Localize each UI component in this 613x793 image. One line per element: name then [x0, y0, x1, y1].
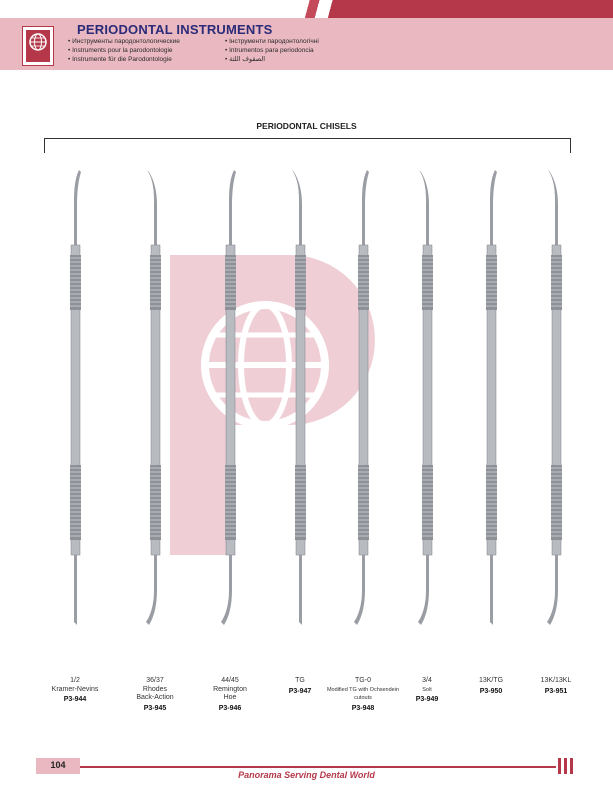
instrument-name: 36/37: [146, 677, 164, 684]
footer-rule: [36, 766, 556, 768]
page-number: 104: [50, 760, 66, 770]
instrument-p3-948: [354, 170, 369, 625]
language-list-right: • Інструменти пародонтологічні • Intrume…: [225, 37, 319, 64]
instrument-label: 13K/13KL P3-951: [516, 677, 596, 696]
instrument-code: P3-949: [415, 696, 439, 703]
instrument-name: 13K/13KL: [540, 677, 572, 684]
header-accent-stripe: [290, 0, 613, 18]
instrument-label: 13K/TG P3-950: [451, 677, 531, 696]
instrument-name: 44/45: [221, 677, 239, 684]
instrument-code: P3-945: [143, 704, 167, 712]
instrument-code: P3-951: [544, 687, 568, 695]
instrument-name: Rhodes: [142, 685, 168, 693]
section-title: PERIODONTAL CHISELS: [256, 121, 357, 131]
instrument-code: P3-950: [479, 687, 503, 695]
page-number-tab: [36, 758, 80, 774]
instrument-subtitle: Solt: [422, 686, 432, 693]
instrument-code: P3-948: [351, 704, 375, 712]
instrument-name: TG: [295, 677, 305, 684]
language-item: • Instruments pour la parodontologie: [68, 47, 173, 54]
instrument-name: Remington: [213, 685, 247, 693]
page-title: PERIODONTAL INSTRUMENTS: [77, 22, 273, 37]
language-list-left: • Инструменты пародонтологические • Inst…: [68, 37, 180, 64]
header-band: [0, 18, 613, 70]
instrument-name: 3/4: [422, 677, 432, 684]
instrument-p3-950: [486, 170, 497, 625]
instrument-p3-946: [221, 170, 236, 625]
language-item: • Інструменти пародонтологічні: [225, 38, 319, 45]
instrument-name: 1/2: [70, 677, 80, 684]
instrument-name: Back-Action: [136, 694, 174, 701]
footer-bars-icon: [558, 758, 573, 774]
instrument-label: TG P3-947: [260, 677, 340, 696]
instrument-name: Kramer-Nevins: [51, 685, 99, 693]
brand-logo: [22, 26, 54, 66]
language-item: • Инструменты пародонтологические: [68, 38, 180, 45]
instrument-p3-949: [418, 170, 433, 625]
language-item: • Instrumente für die Parodontologie: [68, 56, 172, 63]
instrument-code: P3-944: [63, 696, 87, 703]
instrument-code: P3-947: [288, 687, 312, 695]
instrument-name: TG-0: [355, 677, 371, 684]
footer-tagline: Panorama Serving Dental World: [238, 770, 375, 780]
instrument-name: 13K/TG: [478, 677, 504, 684]
instrument-p3-947: [292, 170, 306, 625]
instrument-code: P3-946: [218, 704, 242, 712]
globe-icon: [26, 30, 50, 62]
section-bracket: [44, 138, 571, 153]
instrument-subtitle: Modified TG with Ochsendein cutouts: [326, 686, 400, 702]
watermark-logo: [170, 255, 375, 555]
language-item: • الصقوف اللثة: [225, 56, 266, 63]
instrument-p3-951: [547, 170, 562, 625]
instrument-name: Hoe: [223, 694, 237, 701]
instrument-p3-944: [70, 170, 81, 625]
instrument-p3-945: [146, 170, 161, 625]
language-item: • Intrumentos para periodoncia: [225, 47, 314, 54]
